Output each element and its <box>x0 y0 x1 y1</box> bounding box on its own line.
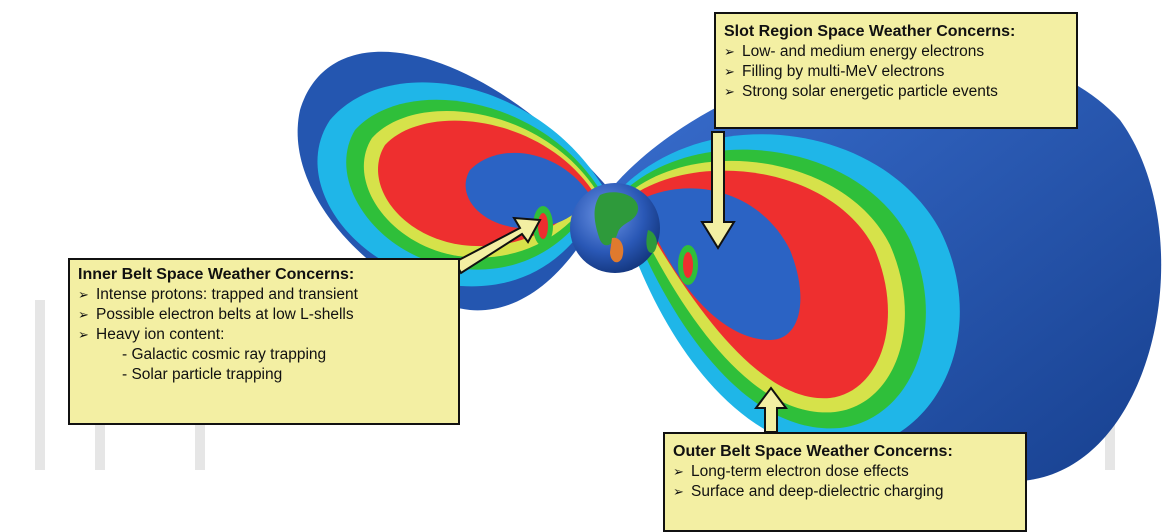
sub-list-item: - Solar particle trapping <box>122 366 283 383</box>
slot-callout-list: ➢Low- and medium energy electrons ➢Filli… <box>724 42 1068 102</box>
slot-region-callout: Slot Region Space Weather Concerns: ➢Low… <box>714 12 1078 129</box>
outer-belt-arrow <box>754 386 788 433</box>
outer-callout-list: ➢Long-term electron dose effects ➢Surfac… <box>673 462 1017 502</box>
inner-belt <box>533 206 698 285</box>
list-item: ➢Intense protons: trapped and transient <box>78 286 358 303</box>
list-item: ➢Low- and medium energy electrons <box>724 43 985 60</box>
list-item: ➢Strong solar energetic particle events <box>724 83 998 100</box>
inner-belt-arrow <box>453 216 542 275</box>
inner-belt-callout: Inner Belt Space Weather Concerns: ➢Inte… <box>68 258 460 425</box>
arrow-bullet-icon: ➢ <box>78 287 89 302</box>
outer-belt-right-lobe <box>615 134 960 451</box>
outer-belt-callout: Outer Belt Space Weather Concerns: ➢Long… <box>663 432 1027 532</box>
list-item: ➢Surface and deep-dielectric charging <box>673 483 944 500</box>
arrow-bullet-icon: ➢ <box>724 64 735 79</box>
slot-arrow <box>700 131 736 250</box>
slot-callout-title: Slot Region Space Weather Concerns: <box>724 23 1016 40</box>
arrow-bullet-icon: ➢ <box>78 327 89 342</box>
earth-globe <box>570 183 660 273</box>
arrow-bullet-icon: ➢ <box>78 307 89 322</box>
arrow-bullet-icon: ➢ <box>673 484 684 499</box>
outer-callout-title: Outer Belt Space Weather Concerns: <box>673 443 953 460</box>
inner-callout-title: Inner Belt Space Weather Concerns: <box>78 266 355 283</box>
list-item: ➢Long-term electron dose effects <box>673 463 909 480</box>
sub-list-item: - Galactic cosmic ray trapping <box>122 346 327 363</box>
arrow-bullet-icon: ➢ <box>724 84 735 99</box>
list-item: ➢Filling by multi-MeV electrons <box>724 63 945 80</box>
list-item: ➢Heavy ion content: <box>78 326 225 343</box>
arrow-bullet-icon: ➢ <box>724 44 735 59</box>
inner-callout-list: ➢Intense protons: trapped and transient … <box>78 285 450 385</box>
list-item: ➢Possible electron belts at low L-shells <box>78 306 354 323</box>
arrow-bullet-icon: ➢ <box>673 464 684 479</box>
